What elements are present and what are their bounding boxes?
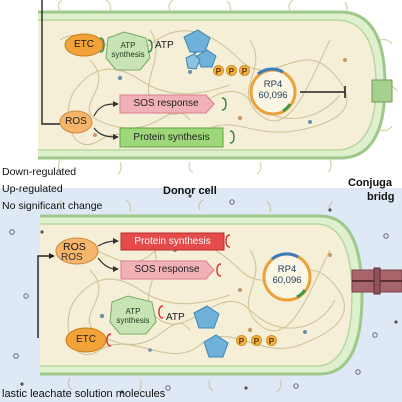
bottom-ros-to-sos-arrowhead [113,266,119,272]
bottom-protein-shape [120,232,225,251]
top-ros-label: ROS [65,116,87,127]
top-protein-bracket [229,130,235,144]
legend-up-regulated: Up-regulated [2,183,63,195]
bottom-phosphate-2: P [251,335,262,346]
top-pilus-stub [371,79,393,103]
bottom-cell [37,199,402,393]
top-phosphate-1: P [213,65,224,76]
bottom-atp-label: ATP [166,312,185,323]
top-ros-shape [59,110,93,134]
conjugation-bridge-label-line1: Conjuga [348,177,392,189]
bottom-ros-to-protein-arrowhead [113,238,119,244]
top-atp-synthase-shape [105,31,151,71]
bottom-plasmid-name: RP4 [277,264,297,275]
bottom-ros-label-shadow: ROS [61,252,83,263]
bottom-atp-synthase-shape [109,295,157,335]
legend-no-change: No significant change [2,200,103,212]
top-atp-pentagon [183,29,211,53]
top-plasmid-segment [257,67,284,76]
bottom-etc-bracket [106,333,112,347]
bottom-regulation-line [37,255,52,338]
bottom-ros-shape [55,237,99,265]
top-ros-to-sos-arrowhead [113,101,119,107]
bottom-plasmid-size: 60,096 [272,275,302,286]
bottom-phosphate-3: P [266,335,277,346]
top-cell [38,0,398,175]
top-sos-shape [119,94,215,114]
bottom-sos-bracket [216,263,222,277]
donor-cell-label: Donor cell [163,185,217,197]
bottom-regulation-arrowhead [49,253,55,259]
top-ros-to-protein-arrowhead [113,134,119,140]
top-atp-synthesis-label: ATP synthesis [111,41,145,59]
top-plasmid-name: RP4 [263,79,283,90]
top-atp-label: ATP [155,40,174,51]
bottom-phosphate-1: P [236,335,247,346]
bottom-atp-pentagon [193,305,220,329]
leachate-molecules [9,199,389,391]
top-etc-label: ETC [74,39,94,50]
top-sos-label: SOS response [133,98,199,109]
top-protein-label: Protein synthesis [133,131,210,143]
top-sos-bracket [221,97,227,111]
top-plasmid-size: 60,096 [258,90,288,101]
top-regulation-line [41,0,62,125]
bottom-protein-label: Protein synthesis [134,235,211,247]
bottom-etc-shape [65,327,107,353]
bottom-protein-bracket [225,234,231,248]
bottom-pentagon-a [203,334,229,358]
bottom-ros-label: ROS [63,241,86,253]
top-phosphate-2: P [226,65,237,76]
legend-down-regulated: Down-regulated [2,166,77,178]
bottom-etc-label: ETC [76,334,96,345]
top-etc-shape [64,33,104,57]
conjugation-bridge-ring [373,267,381,295]
top-pentagon-b [185,53,201,70]
bottom-caption: lastic leachate solution molecules [2,388,166,400]
bottom-sos-shape [120,260,215,280]
top-plasmid-segment-2 [282,103,292,113]
leachate-molecules-filled [20,194,398,394]
bottom-plasmid-segment-2 [296,289,307,299]
top-pentagon-a [196,49,217,68]
bottom-atp-bracket [158,305,164,319]
top-phosphate-3: P [239,65,250,76]
bottom-sos-label: SOS response [134,264,200,275]
bottom-plasmid-segment [271,252,299,261]
top-etc-to-atp-bracket [99,37,105,53]
bottom-atp-synthesis-label: ATP synthesis [116,307,150,325]
top-protein-shape [119,127,224,148]
top-atp-bracket [147,39,153,53]
conjugation-bridge-label-line2: bridg [367,191,395,203]
